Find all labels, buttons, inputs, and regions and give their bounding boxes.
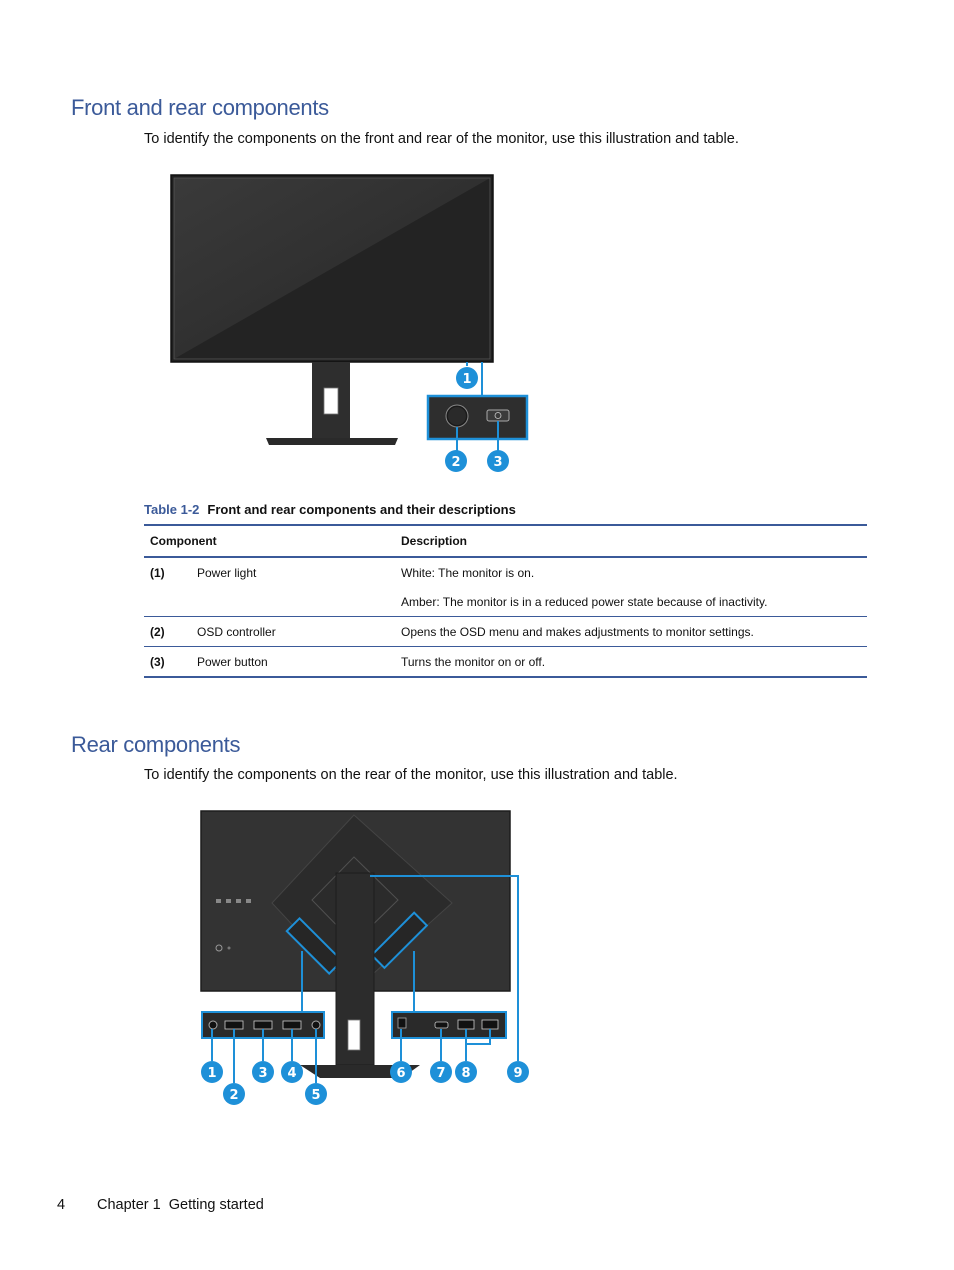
row-description: Opens the OSD menu and makes adjustments… (395, 616, 867, 647)
row-component: Power button (197, 654, 268, 669)
table-header-row: Component Description (144, 525, 867, 558)
section-title-rear: Rear components (71, 732, 241, 757)
column-header-component: Component (144, 525, 395, 558)
row-description: Turns the monitor on or off. (401, 654, 546, 669)
callout-4: 4 (281, 1061, 303, 1083)
section-title-front-rear: Front and rear components (71, 95, 329, 120)
callout-label: 1 (462, 372, 471, 387)
callout-label: 2 (451, 455, 460, 470)
row-component (191, 587, 395, 617)
table-caption: Table 1-2 Front and rear components and t… (144, 502, 516, 517)
page-number: 4 (57, 1197, 66, 1213)
callout-label: 4 (287, 1066, 296, 1081)
components-table: Component Description (1) Power light Wh… (144, 524, 867, 678)
callout-label: 3 (493, 455, 502, 470)
callout-1: 1 (456, 367, 478, 389)
callout-8: 8 (455, 1061, 477, 1083)
rear-monitor-illustration: 1 2 3 4 5 6 7 8 9 (200, 810, 529, 1105)
table-row: Amber: The monitor is in a reduced power… (144, 587, 867, 617)
callout-label: 2 (229, 1088, 238, 1103)
callout-3: 3 (252, 1061, 274, 1083)
callout-6: 6 (390, 1061, 412, 1083)
callout-2: 2 (223, 1083, 245, 1105)
row-number: (1) (150, 565, 165, 580)
callout-label: 9 (513, 1066, 522, 1081)
section-intro-front-rear: To identify the components on the front … (144, 131, 739, 147)
callout-9: 9 (507, 1061, 529, 1083)
callout-label: 3 (258, 1066, 267, 1081)
callout-2: 2 (445, 450, 467, 472)
callout-label: 1 (207, 1066, 216, 1081)
callout-label: 5 (311, 1088, 320, 1103)
front-monitor-illustration: 1 2 3 (170, 174, 529, 472)
section-intro-rear: To identify the components on the rear o… (144, 767, 678, 783)
row-component: OSD controller (191, 616, 395, 647)
column-header-description: Description (395, 525, 867, 558)
callout-label: 6 (396, 1066, 405, 1081)
row-description: White: The monitor is on. (401, 565, 535, 580)
callout-1: 1 (201, 1061, 223, 1083)
callout-7: 7 (430, 1061, 452, 1083)
row-component: Power light (197, 565, 257, 580)
row-number: (2) (144, 616, 191, 647)
table-number: Table 1-2 (144, 502, 200, 517)
row-description: Amber: The monitor is in a reduced power… (395, 587, 867, 617)
callout-label: 8 (461, 1066, 470, 1081)
table-row: (3) Power button Turns the monitor on or… (144, 647, 867, 678)
callout-3: 3 (487, 450, 509, 472)
callout-label: 7 (436, 1066, 445, 1081)
chapter-title: Chapter 1 Getting started (97, 1197, 264, 1213)
callout-5: 5 (305, 1083, 327, 1105)
table-row: (1) Power light White: The monitor is on… (144, 557, 867, 587)
table-row: (2) OSD controller Opens the OSD menu an… (144, 616, 867, 647)
table-caption-text: Front and rear components and their desc… (207, 502, 516, 517)
row-number (144, 587, 191, 617)
row-number: (3) (150, 654, 165, 669)
